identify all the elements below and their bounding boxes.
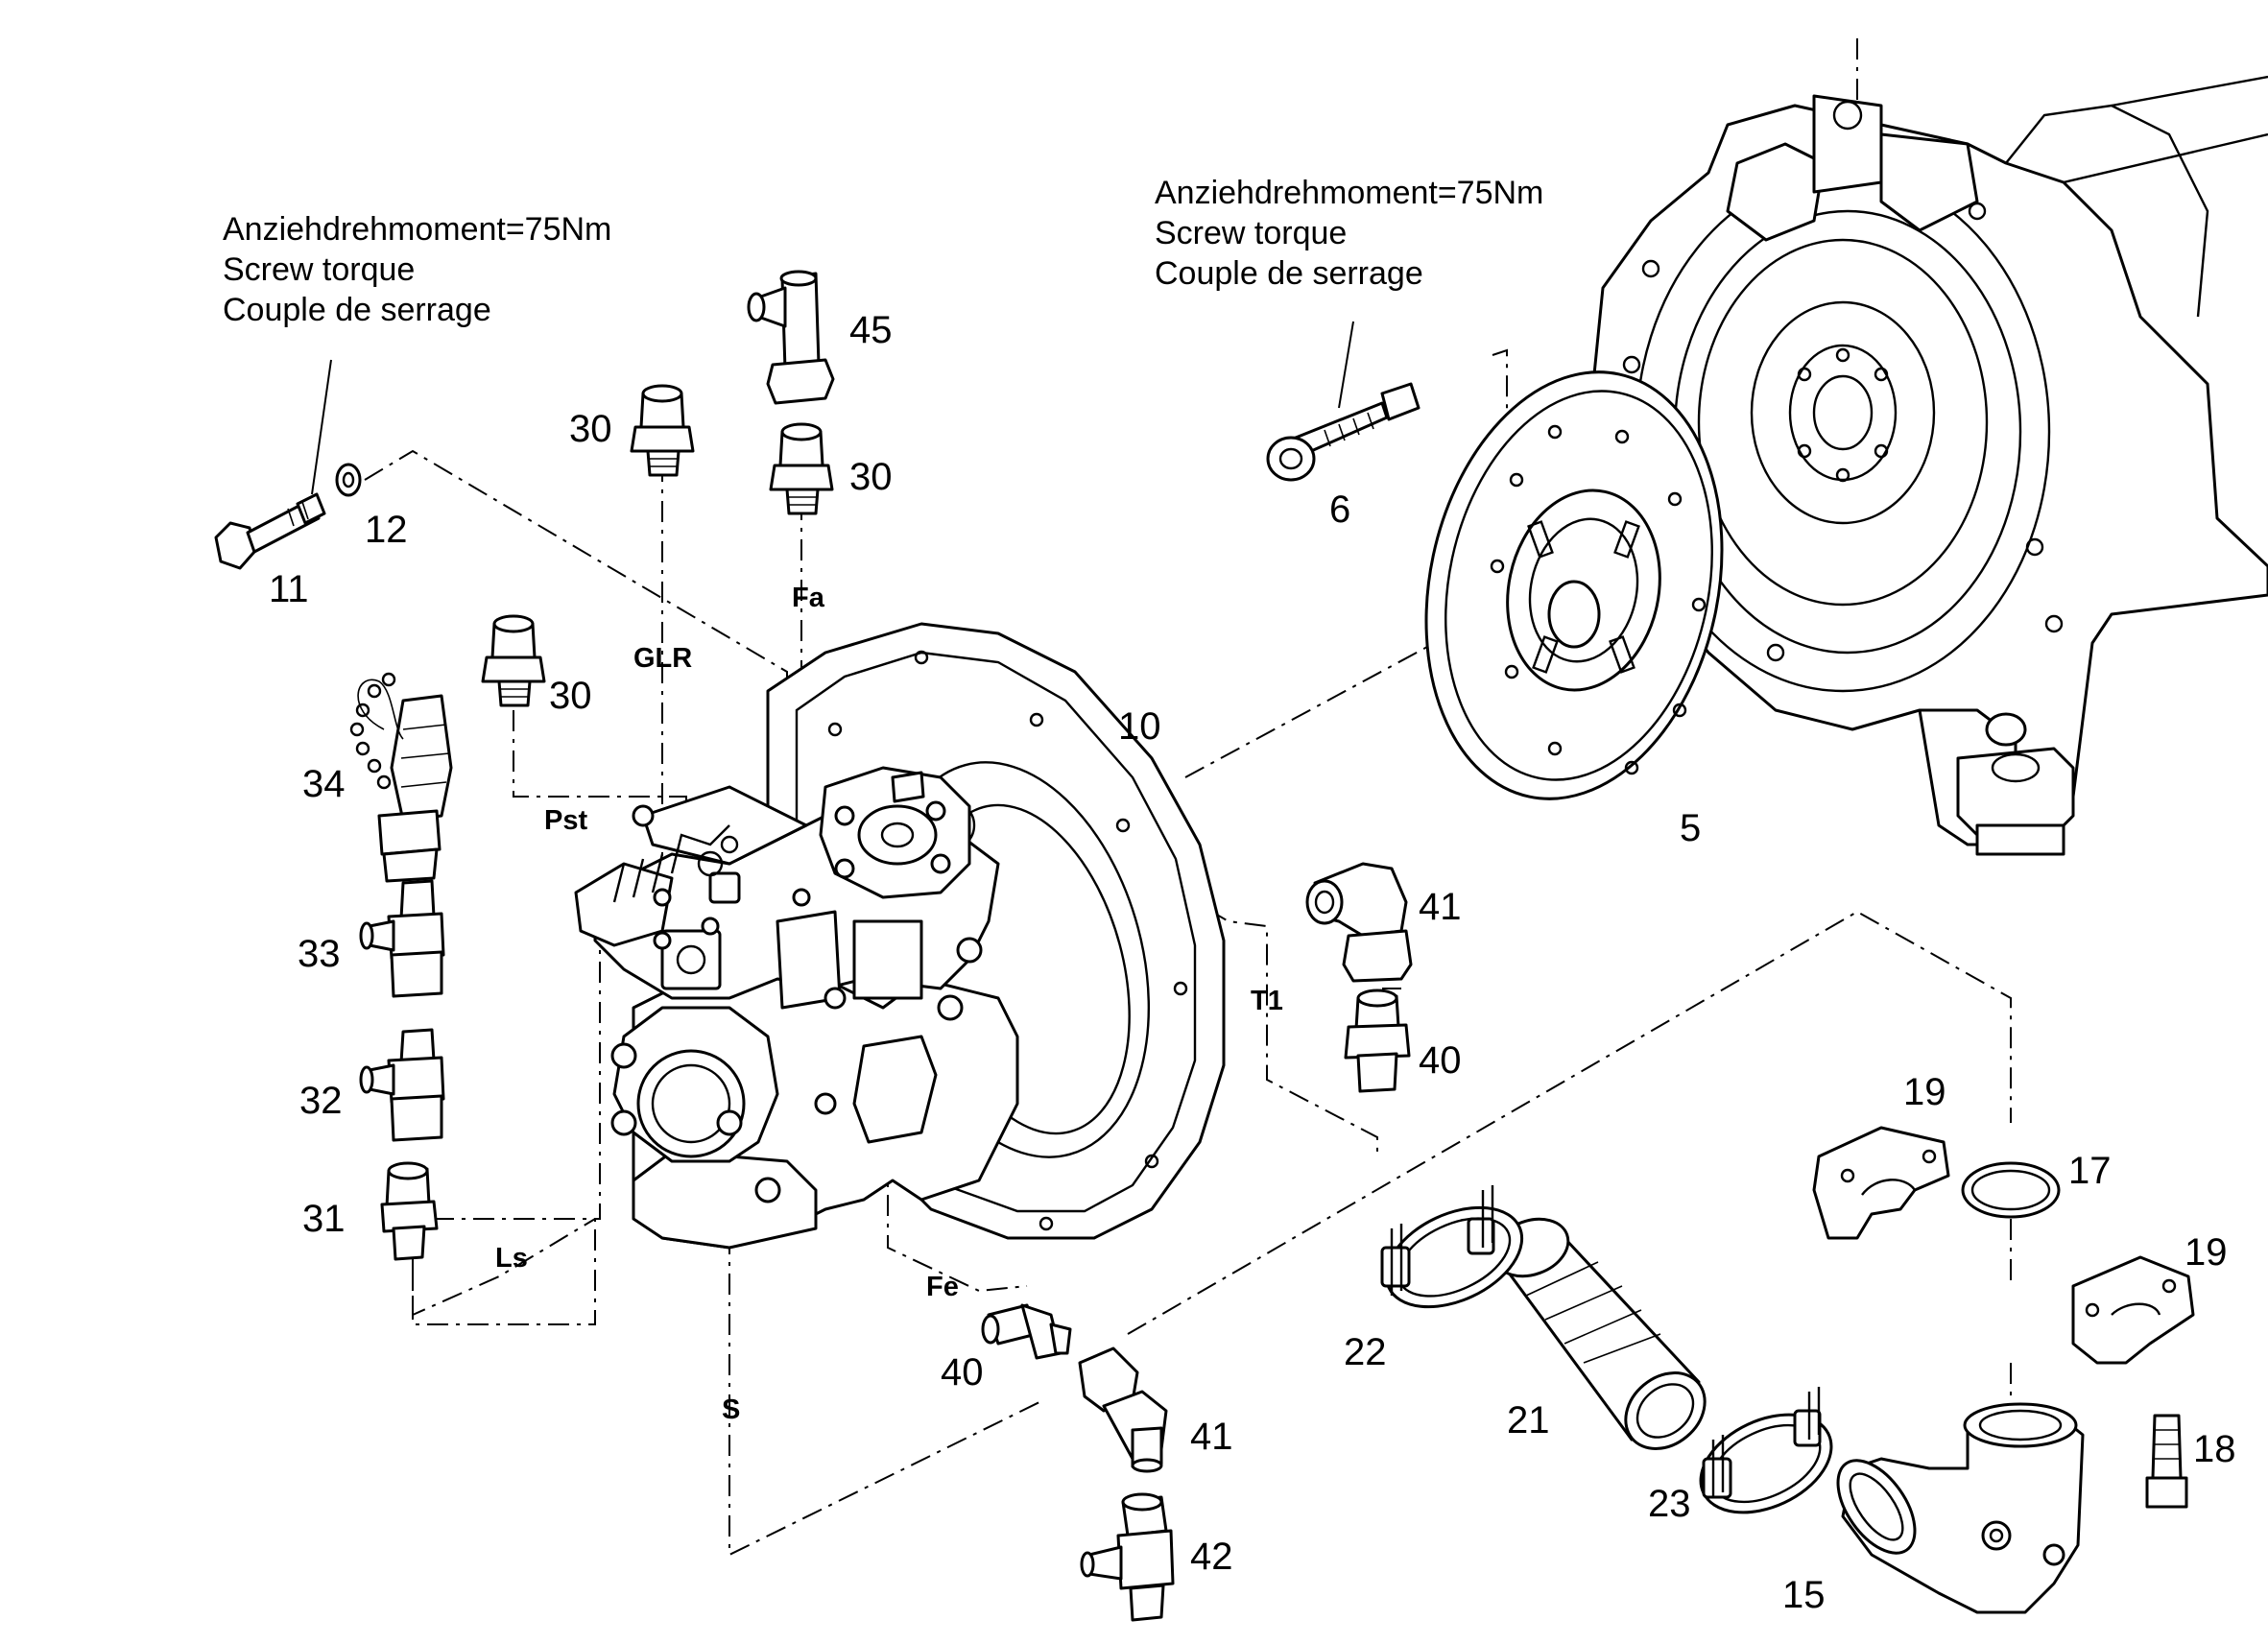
- torque-leader-left: [311, 359, 332, 495]
- part-34-test-coupling: [351, 674, 451, 881]
- part-number-11: 11: [269, 568, 309, 610]
- part-6-socket-head-bolt: [1268, 384, 1419, 480]
- part-number-41-lower: 41: [1190, 1416, 1233, 1458]
- torque-note-right-line1: Anziehdrehmoment=75Nm: [1155, 175, 1543, 211]
- part-number-6: 6: [1329, 488, 1350, 531]
- part-41-elbow-lower: [1080, 1348, 1166, 1471]
- part-number-5: 5: [1680, 807, 1701, 849]
- hydraulic-pump-assembly: [576, 768, 1017, 1248]
- torque-note-left: Anziehdrehmoment=75Nm Screw torque Coupl…: [223, 211, 611, 328]
- part-number-41-upper: 41: [1419, 886, 1462, 928]
- part-11-hex-bolt: [216, 494, 324, 568]
- part-30-fitting-c: [483, 616, 544, 705]
- part-23-hose-clamp: [1685, 1387, 1848, 1532]
- part-31-fitting: [382, 1163, 437, 1259]
- port-label-fe: Fe: [926, 1272, 959, 1302]
- part-number-23: 23: [1648, 1483, 1691, 1525]
- part-number-labels: 5 6 10 11 12 15 17 18 19 19 21 22 23 30 …: [269, 309, 2236, 1616]
- part-number-21: 21: [1507, 1399, 1550, 1441]
- torque-note-left-line1: Anziehdrehmoment=75Nm: [223, 211, 611, 248]
- part-40-fitting-upper: [1346, 990, 1409, 1091]
- part-18-socket-bolt: [2147, 1416, 2186, 1507]
- part-number-10: 10: [1118, 705, 1161, 748]
- part-32-tee-fitting: [361, 1030, 443, 1140]
- torque-note-right: Anziehdrehmoment=75Nm Screw torque Coupl…: [1155, 175, 1543, 292]
- torque-note-right-line3: Couple de serrage: [1155, 255, 1423, 292]
- part-15-suction-elbow: [1823, 1404, 2083, 1612]
- torque-leader-right: [1338, 321, 1354, 409]
- part-number-30-a: 30: [569, 408, 612, 450]
- part-number-40-lower: 40: [941, 1351, 984, 1394]
- part-number-18: 18: [2193, 1428, 2236, 1470]
- part-12-washer: [337, 465, 360, 495]
- part-number-33: 33: [298, 933, 341, 975]
- torque-note-left-line3: Couple de serrage: [223, 292, 491, 328]
- part-number-19-upper: 19: [1903, 1071, 1946, 1113]
- part-41-elbow-upper: [1307, 864, 1411, 981]
- part-45-tee-fitting: [749, 272, 833, 403]
- engine-flywheel-housing: [1593, 77, 2268, 854]
- part-21-suction-hose: [1486, 1209, 1720, 1465]
- port-label-ls: Ls: [495, 1243, 528, 1274]
- port-labels: Fa GLR Pst T1 Ls Fe S: [495, 583, 1283, 1425]
- part-33-tee-fitting: [361, 881, 443, 996]
- torque-note-left-line2: Screw torque: [223, 251, 415, 288]
- part-number-31: 31: [302, 1198, 346, 1240]
- port-label-fa: Fa: [792, 583, 825, 613]
- port-label-glr: GLR: [633, 643, 692, 674]
- part-number-22: 22: [1344, 1331, 1387, 1373]
- part-number-30-b: 30: [849, 456, 893, 498]
- part-number-40-upper: 40: [1419, 1039, 1462, 1082]
- torque-note-right-line2: Screw torque: [1155, 215, 1347, 251]
- port-label-s: S: [722, 1394, 740, 1425]
- port-label-pst: Pst: [544, 805, 587, 836]
- part-number-42: 42: [1190, 1536, 1233, 1578]
- part-number-19-lower: 19: [2184, 1231, 2228, 1274]
- part-number-12: 12: [365, 509, 408, 551]
- port-label-t1: T1: [1251, 986, 1283, 1016]
- part-30-fitting-a: [632, 386, 693, 475]
- part-number-34: 34: [302, 763, 346, 805]
- part-number-45: 45: [849, 309, 893, 351]
- part-number-17: 17: [2068, 1150, 2112, 1192]
- part-40-fitting-lower: [983, 1305, 1070, 1358]
- part-19-split-flange-lower: [2073, 1257, 2193, 1363]
- part-number-15: 15: [1782, 1574, 1826, 1616]
- part-5-damper-disc: [1388, 345, 1759, 827]
- part-17-o-ring: [1963, 1163, 2059, 1217]
- part-19-split-flange-upper: [1814, 1128, 1948, 1238]
- part-number-30-c: 30: [549, 675, 592, 717]
- part-30-fitting-b: [771, 424, 832, 513]
- part-22-hose-clamp: [1371, 1185, 1538, 1326]
- part-number-32: 32: [299, 1080, 343, 1122]
- part-42-tee-fitting: [1082, 1494, 1173, 1620]
